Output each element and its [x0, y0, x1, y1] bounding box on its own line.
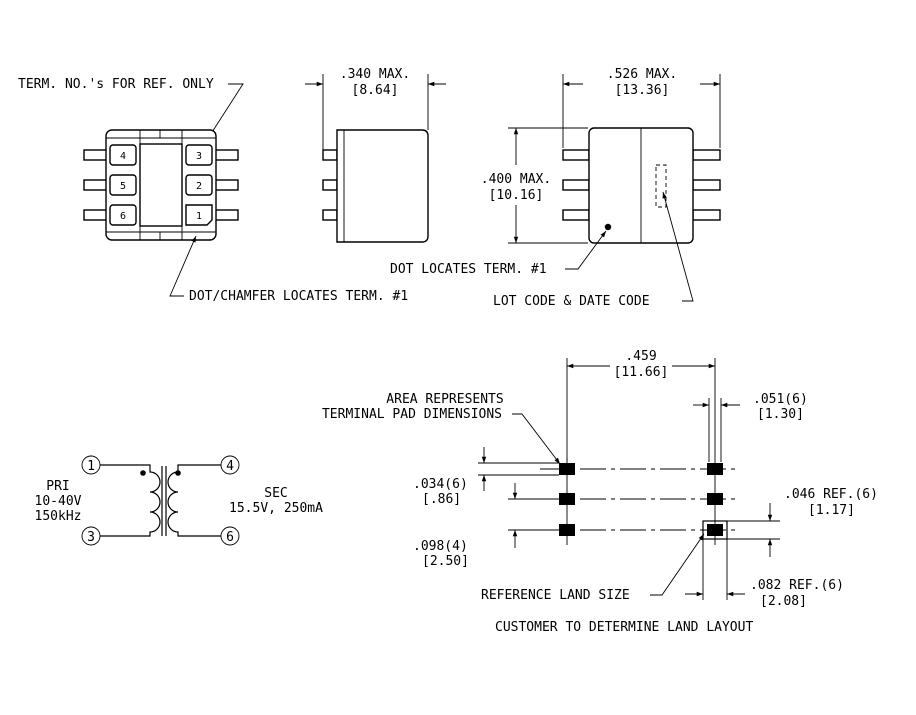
land-pad-right-2	[707, 493, 723, 505]
pri-label: PRI	[46, 479, 69, 494]
pad-height-mm: [.86]	[422, 492, 461, 507]
area-note-2: TERMINAL PAD DIMENSIONS	[322, 407, 502, 422]
lot-code-area	[655, 164, 667, 208]
primary-winding	[100, 464, 161, 537]
land-pad-right-3	[707, 524, 723, 536]
terminal-box-1-chamfered	[185, 204, 213, 226]
schematic-pin-3: 3	[87, 530, 95, 545]
top-view: TERM. NO.'s FOR REF. ONLY 4 5 6 3	[18, 77, 408, 304]
ref-height-in: .046 REF.(6)	[784, 487, 878, 502]
side-dim-in: .340 MAX.	[340, 67, 410, 82]
land-pad-left-3	[559, 524, 575, 536]
pitch-in: .098(4)	[413, 539, 468, 554]
ref-width-in: .082 REF.(6)	[750, 578, 844, 593]
land-pad-left-2	[559, 493, 575, 505]
pad-width-in: .051(6)	[753, 392, 808, 407]
lot-code-leader	[662, 191, 694, 302]
pri-frequency: 150kHz	[35, 509, 82, 524]
front-height-mm: [10.16]	[489, 188, 544, 203]
terminal-label-1: 1	[196, 211, 202, 222]
terminal-box-2	[185, 174, 213, 196]
pin1-dot	[604, 223, 612, 231]
area-note-1: AREA REPRESENTS	[386, 392, 503, 407]
pitch-mm: [2.50]	[422, 554, 469, 569]
schematic-pin-4: 4	[226, 459, 234, 474]
dot-locates-note: DOT LOCATES TERM. #1	[390, 262, 547, 277]
land-pattern: .459 [11.66] AREA REPRESENTS TERMINAL PA…	[322, 349, 878, 635]
side-view-body	[336, 129, 429, 243]
side-view: .340 MAX. [8.64]	[305, 67, 446, 243]
secondary-winding	[167, 464, 221, 537]
reference-land-leader	[650, 533, 705, 596]
terminal-label-4: 4	[120, 151, 126, 162]
front-view: .526 MAX. [13.36] .400 MAX. [10.16] DOT …	[390, 67, 721, 309]
pad-width-mm: [1.30]	[757, 407, 804, 422]
term-note-leader	[206, 83, 244, 141]
terminal-label-6: 6	[120, 211, 126, 222]
terminal-box-5	[109, 174, 137, 196]
reference-land-outline	[702, 520, 728, 540]
side-dim-mm: [8.64]	[352, 83, 399, 98]
terminal-label-5: 5	[120, 181, 126, 192]
schematic-pin-1: 1	[87, 459, 95, 474]
terminal-label-3: 3	[196, 151, 202, 162]
pri-voltage: 10-40V	[35, 494, 82, 509]
customer-note: CUSTOMER TO DETERMINE LAND LAYOUT	[495, 620, 753, 635]
front-width-in: .526 MAX.	[607, 67, 677, 82]
secondary-dot	[175, 470, 181, 476]
schematic-pin-6: 6	[226, 530, 234, 545]
land-pad-right-1	[707, 463, 723, 475]
primary-dot	[140, 470, 146, 476]
front-height-in: .400 MAX.	[481, 172, 551, 187]
sec-label: SEC	[264, 486, 287, 501]
land-pad-left-1	[559, 463, 575, 475]
ref-height-mm: [1.17]	[808, 503, 855, 518]
terminal-box-4	[109, 144, 137, 166]
front-width-mm: [13.36]	[615, 83, 670, 98]
reference-land-note: REFERENCE LAND SIZE	[481, 588, 630, 603]
chamfer-leader	[169, 235, 197, 297]
dot-leader	[565, 230, 607, 270]
ref-width-mm: [2.08]	[760, 594, 807, 609]
area-leader	[512, 413, 561, 465]
terminal-box-6	[109, 204, 137, 226]
dot-chamfer-note: DOT/CHAMFER LOCATES TERM. #1	[189, 289, 408, 304]
pad-height-in: .034(6)	[413, 477, 468, 492]
lot-code-note: LOT CODE & DATE CODE	[493, 294, 650, 309]
sec-rating: 15.5V, 250mA	[229, 501, 323, 516]
term-number-note: TERM. NO.'s FOR REF. ONLY	[18, 77, 214, 92]
terminal-box-3	[185, 144, 213, 166]
terminal-label-2: 2	[196, 181, 202, 192]
top-view-window	[139, 143, 183, 227]
land-span-mm: [11.66]	[614, 365, 669, 380]
schematic: 1 3 4 6 PRI 10-40V 150kHz SEC 15.5V, 250…	[35, 455, 323, 546]
land-span-in: .459	[625, 349, 656, 364]
